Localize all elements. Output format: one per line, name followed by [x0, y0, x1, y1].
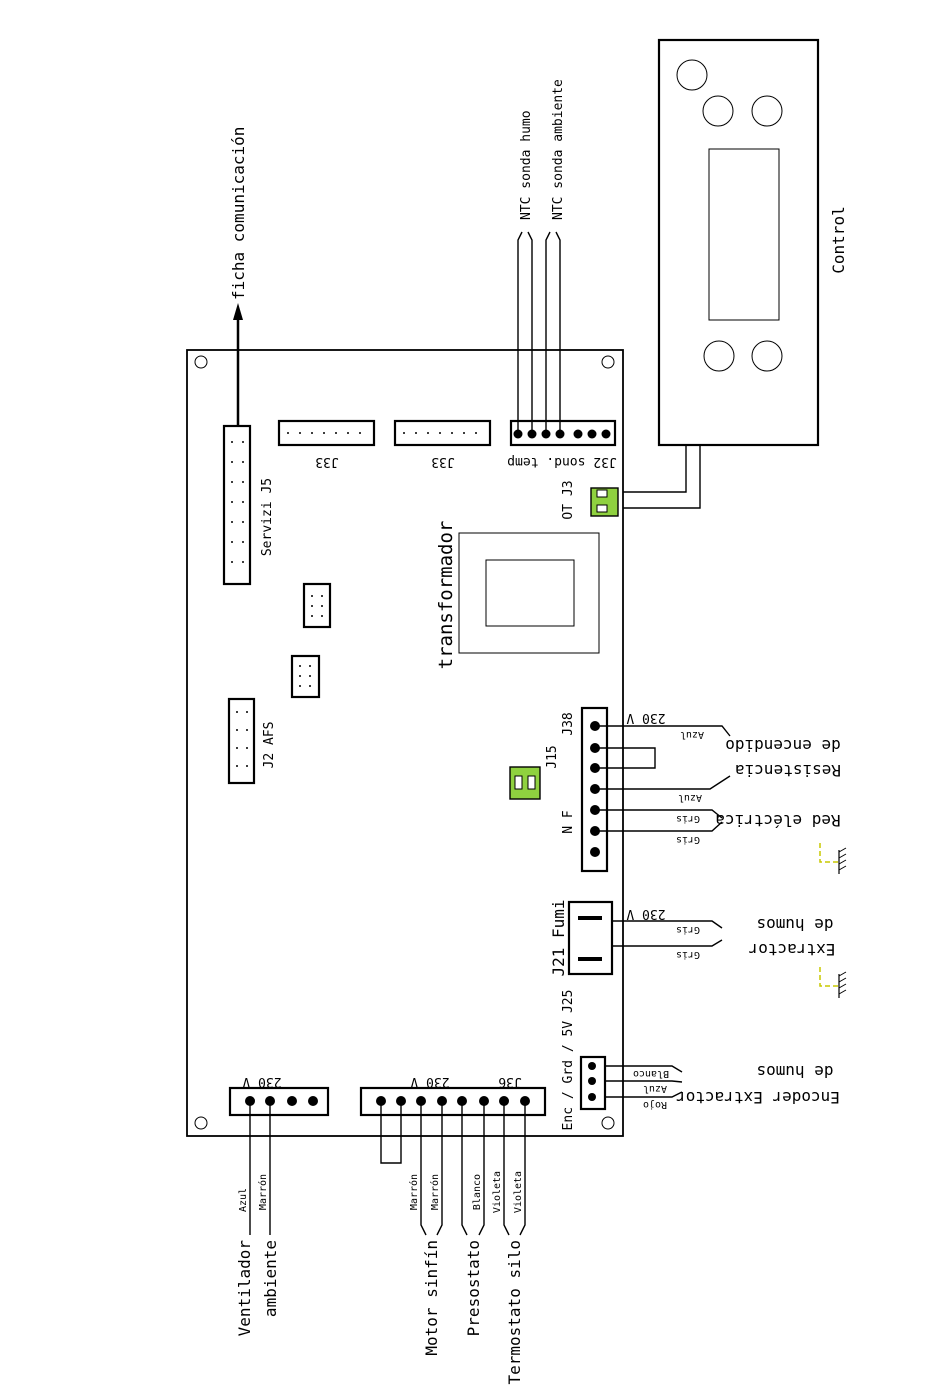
- j33b-label: J33: [431, 454, 454, 469]
- ot-j3-connector: OT J3: [561, 480, 619, 520]
- j33-connector-b: J33: [393, 419, 492, 469]
- v230-j21-label: 230 V: [626, 906, 665, 921]
- violeta-t-label: Violeta: [513, 1171, 524, 1213]
- communication-arrow: ficha comunicación: [229, 127, 248, 426]
- control-wire-1: [618, 445, 687, 493]
- small-connector-a: [302, 582, 332, 629]
- j32-connector: J32 sond. temp: [507, 419, 617, 469]
- j25-connector: Enc / Grd / 5V J25: [561, 990, 607, 1131]
- control-label: Control: [829, 206, 848, 273]
- v230-j36-label: 230 V: [410, 1074, 449, 1089]
- blanco-p-label: Blanco: [472, 1174, 483, 1210]
- transformer: transformador: [435, 521, 600, 670]
- azul-2-label: Azul: [678, 792, 702, 803]
- encoder-extractor-label: Encoder Extractor: [676, 1088, 840, 1107]
- j25-label: Enc / Grd / 5V J25: [561, 990, 576, 1131]
- red-electrica-label: Red eléctrica: [715, 811, 840, 830]
- ground-symbol-extractor: [819, 967, 847, 998]
- j33a-label: J33: [315, 454, 338, 469]
- marron-fan-label: Marrón: [257, 1174, 269, 1210]
- small-connector-b: [290, 654, 321, 699]
- marron-m2-label: Marrón: [429, 1174, 441, 1210]
- ntc-ambiente-label: NTC sonda ambiente: [551, 79, 566, 220]
- servizi-label: Servizi J5: [260, 478, 275, 556]
- j38-label: J38: [561, 712, 576, 735]
- v230-fan-label: 230 V: [242, 1074, 281, 1089]
- j21-label: J21 Fumi: [549, 899, 568, 976]
- blanco-1-label: Blanco: [633, 1068, 669, 1079]
- rojo-label: Rojo: [643, 1099, 667, 1110]
- j21-fumi-connector: J21 Fumi: [549, 899, 614, 977]
- control-wire-2: [618, 445, 701, 509]
- comm-label: ficha comunicación: [229, 127, 248, 300]
- ntc-humo-label: NTC sonda humo: [519, 110, 534, 220]
- j36-label: J36: [498, 1074, 521, 1089]
- j2-afs-label: J2 AFS: [262, 722, 277, 769]
- azul-1-label: Azul: [680, 729, 704, 740]
- j32-label: J32 sond. temp: [507, 454, 617, 469]
- ventilador-label: Ventilador: [235, 1240, 254, 1337]
- fan-connector: 230 V: [228, 1074, 330, 1117]
- ambiente-label: ambiente: [261, 1240, 280, 1317]
- transformador-label: transformador: [435, 521, 457, 670]
- v230-j38-label: 230 V: [626, 710, 665, 725]
- motor-sinfin-label: Motor sinfín: [422, 1240, 441, 1356]
- j2-afs-connector: J2 AFS: [227, 697, 277, 785]
- de-encendido-label: de encendido: [725, 736, 841, 755]
- gris-1-label: Gris: [676, 813, 700, 824]
- de-humos-label-1: de humos: [756, 915, 833, 934]
- de-humos-label-2: de humos: [756, 1062, 833, 1081]
- azul-fan-label: Azul: [238, 1188, 249, 1212]
- j15-connector: J15: [509, 745, 560, 800]
- marron-m1-label: Marrón: [408, 1174, 420, 1210]
- ot-j3-label: OT J3: [561, 480, 576, 519]
- gris-2-label: Gris: [676, 834, 700, 845]
- j15-label: J15: [545, 745, 560, 768]
- n-f-label: N F: [561, 810, 576, 834]
- control-panel: Control: [657, 38, 848, 447]
- violeta-p-label: Violeta: [492, 1171, 503, 1213]
- ground-symbol-red: [819, 843, 847, 874]
- j33-connector-a: J33: [277, 419, 376, 469]
- extractor-label: Extractor: [748, 940, 835, 959]
- main-board: [186, 349, 624, 1137]
- gris-3-label: Gris: [676, 924, 700, 935]
- presostato-label: Presostato: [464, 1240, 483, 1336]
- termostato-silo-label: Termostato silo: [505, 1240, 524, 1385]
- resistencia-label: Resistencia: [735, 761, 841, 780]
- servizi-j5-connector: Servizi J5: [222, 424, 275, 586]
- gris-4-label: Gris: [676, 949, 700, 960]
- azul-3-label: Azul: [643, 1083, 667, 1094]
